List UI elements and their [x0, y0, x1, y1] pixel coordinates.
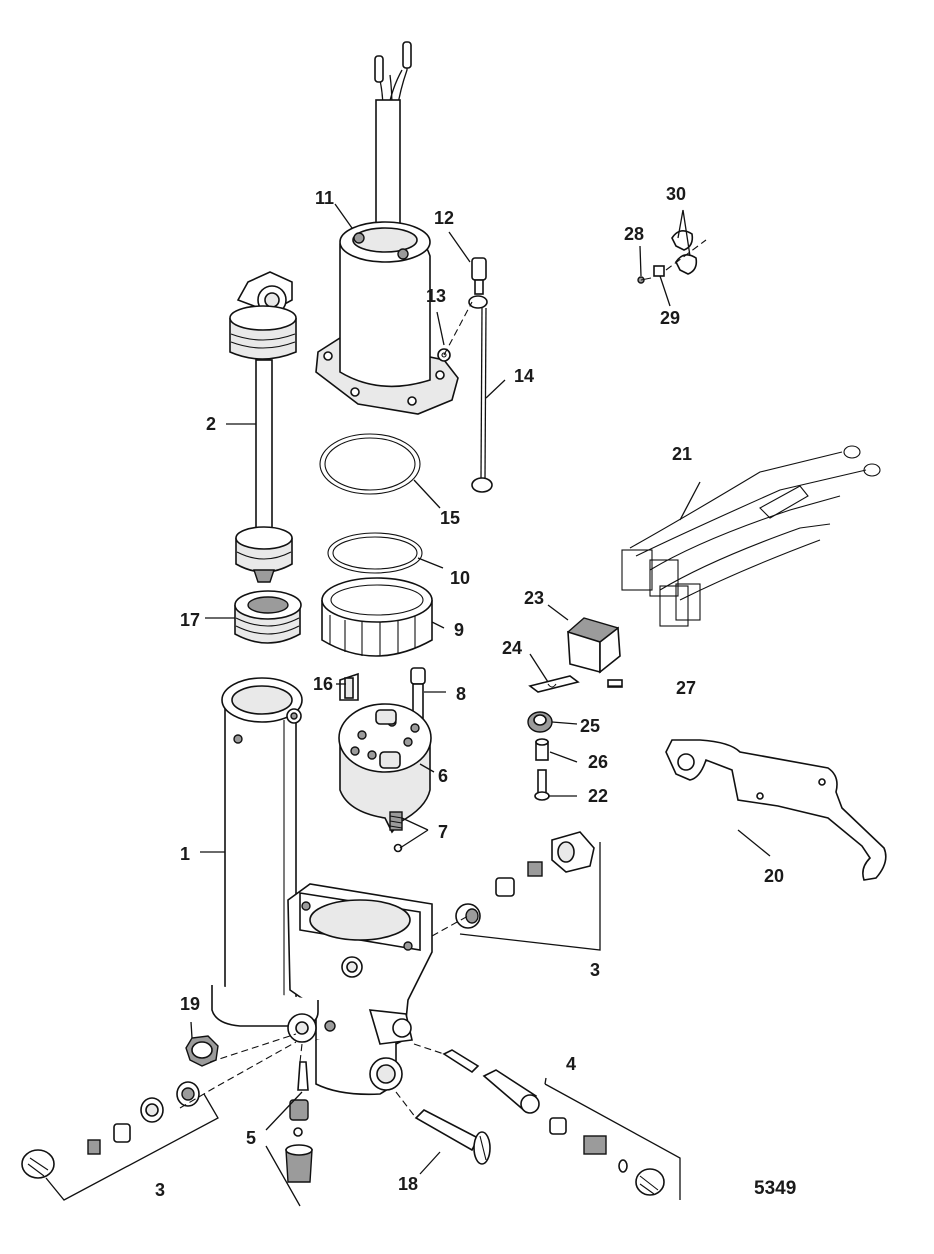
callout-16: 16 — [313, 674, 333, 694]
callout-17: 17 — [180, 610, 200, 630]
callout-13: 13 — [426, 286, 446, 306]
callout-18: 18 — [398, 1174, 418, 1194]
callout-9: 9 — [454, 620, 464, 640]
part-3-upper-valve-set — [455, 831, 595, 929]
callout-23: 23 — [524, 588, 544, 608]
part-21-wiring-harness — [621, 445, 881, 627]
callout-21: 21 — [672, 444, 692, 464]
callout-30: 30 — [666, 184, 686, 204]
callout-24: 24 — [502, 638, 522, 658]
callout-14: 14 — [514, 366, 534, 386]
part-14-ground-strap — [468, 295, 493, 493]
part-10-o-ring — [327, 532, 423, 574]
part-26-bushing — [535, 738, 549, 761]
callout-2: 2 — [206, 414, 216, 434]
callout-12: 12 — [434, 208, 454, 228]
callout-11: 11 — [315, 188, 334, 208]
part-22-screw — [534, 769, 550, 801]
part-28-screw — [637, 276, 652, 284]
part-8-bolt — [410, 667, 426, 719]
callout-7: 7 — [438, 822, 448, 842]
part-11-pump-motor — [315, 41, 459, 415]
part-4-valve-set — [442, 1049, 665, 1196]
callout-3-lower: 3 — [155, 1180, 165, 1200]
callout-10: 10 — [450, 568, 470, 588]
part-27-pin — [607, 679, 623, 688]
callout-6: 6 — [438, 766, 448, 786]
callout-5: 5 — [246, 1128, 256, 1148]
callout-1: 1 — [180, 844, 190, 864]
part-7-spring-ball — [389, 811, 403, 853]
part-12-screw — [471, 257, 487, 295]
part-25-grommet — [527, 711, 553, 733]
part-30-clamps — [665, 230, 707, 275]
callout-27: 27 — [676, 678, 696, 698]
part-1-housing — [211, 677, 433, 1096]
leader-lines — [45, 203, 771, 1207]
leader-13-14 — [443, 301, 473, 356]
part-23-relay — [567, 617, 621, 674]
callout-20: 20 — [764, 866, 784, 886]
callout-3-upper: 3 — [590, 960, 600, 980]
figure-number: 5349 — [754, 1178, 796, 1199]
part-20-bracket — [665, 739, 887, 881]
part-6-pump — [338, 703, 432, 834]
callout-28: 28 — [624, 224, 644, 244]
part-19-nut — [185, 1035, 219, 1067]
callout-8: 8 — [456, 684, 466, 704]
part-29-plate — [653, 265, 665, 277]
part-24-strip — [528, 675, 580, 693]
callout-26: 26 — [588, 752, 608, 772]
part-9-reservoir — [321, 577, 433, 657]
part-17-cap — [234, 590, 302, 644]
part-18-manual-release-valve — [414, 1109, 491, 1165]
callout-19: 19 — [180, 994, 200, 1014]
callout-25: 25 — [580, 716, 600, 736]
callout-29: 29 — [660, 308, 680, 328]
part-2-tilt-cylinder — [229, 271, 297, 583]
part-5-valve-parts — [285, 1061, 313, 1183]
part-15-seal — [319, 433, 421, 495]
part-3-lower-valve-set — [21, 1081, 200, 1179]
callout-22: 22 — [588, 786, 608, 806]
part-16-clip — [339, 672, 359, 701]
callout-4: 4 — [566, 1054, 576, 1074]
callout-labels: 11 12 13 14 2 15 10 17 9 16 8 6 7 1 3 19… — [155, 184, 796, 1200]
callout-15: 15 — [440, 508, 460, 528]
